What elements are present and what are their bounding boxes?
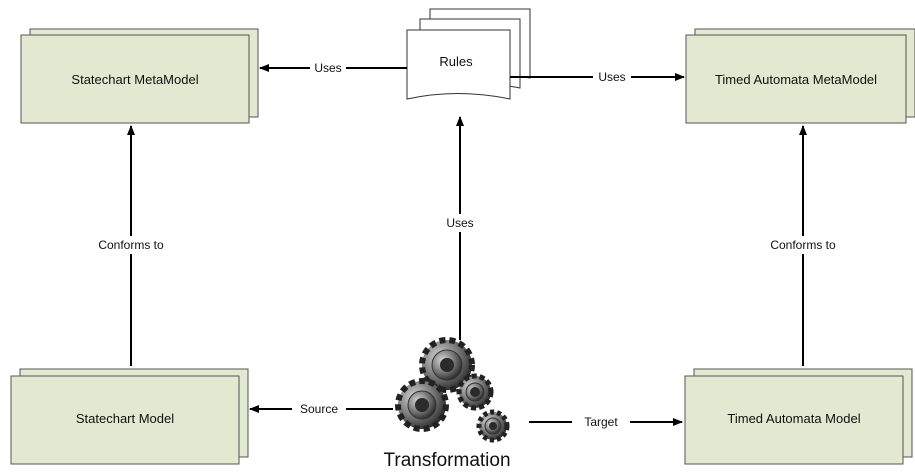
edge-rules-to-timed-automata-metamodel: Uses xyxy=(510,70,685,84)
rules-label: Rules xyxy=(439,54,473,69)
timed-automata-model-label: Timed Automata Model xyxy=(727,411,860,426)
edge-transformation-target: Target xyxy=(529,415,683,429)
statechart-model-node: Statechart Model xyxy=(10,368,249,465)
timed-automata-model-node: Timed Automata Model xyxy=(684,368,913,465)
edge-label-uses-left: Uses xyxy=(314,61,341,75)
edge-label-source: Source xyxy=(300,402,338,416)
edge-rules-to-statechart-metamodel: Uses xyxy=(259,61,407,75)
edge-label-uses-center: Uses xyxy=(446,216,473,230)
edge-label-uses-right: Uses xyxy=(598,70,625,84)
gears-icon: Transformation xyxy=(383,337,511,471)
timed-automata-metamodel-label: Timed Automata MetaModel xyxy=(715,72,877,87)
edge-label-target: Target xyxy=(584,415,618,429)
transformation-label: Transformation xyxy=(383,450,510,471)
rules-document-stack: Rules xyxy=(406,8,531,100)
edge-label-conforms-left: Conforms to xyxy=(98,238,164,252)
edge-timed-automata-conforms: Conforms to xyxy=(770,125,836,366)
statechart-model-label: Statechart Model xyxy=(76,411,174,426)
statechart-metamodel-label: Statechart MetaModel xyxy=(71,72,198,87)
edge-statechart-conforms: Conforms to xyxy=(98,125,164,366)
edge-label-conforms-right: Conforms to xyxy=(770,238,836,252)
edge-transformation-source: Source xyxy=(249,402,393,416)
timed-automata-metamodel-node: Timed Automata MetaModel xyxy=(685,28,915,124)
statechart-metamodel-node: Statechart MetaModel xyxy=(20,28,259,124)
edge-transformation-to-rules: Uses xyxy=(446,116,474,340)
